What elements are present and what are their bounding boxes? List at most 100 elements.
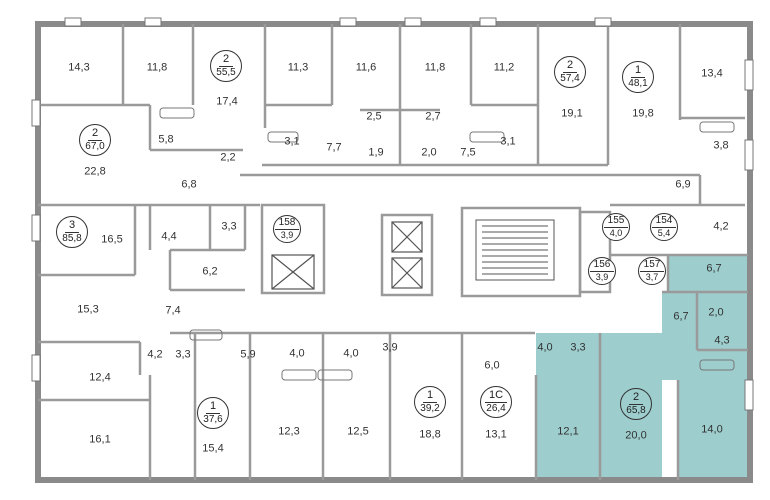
room-area-label: 15,4 <box>202 442 224 455</box>
exterior-walls <box>35 21 753 483</box>
room-area-label: 11,8 <box>146 61 168 74</box>
room-area-label: 20,0 <box>625 429 647 442</box>
room-area-label: 7,4 <box>165 304 181 317</box>
apartment-rooms: 2 <box>628 392 644 405</box>
apartment-area: 39,2 <box>420 403 440 414</box>
room-area-label: 2,7 <box>425 110 441 123</box>
room-area-label: 3,1 <box>500 135 516 148</box>
storage-area: 4,0 <box>609 228 623 238</box>
room-area-label: 11,3 <box>287 61 309 74</box>
room-area-label: 18,8 <box>419 428 441 441</box>
room-area-label: 5,8 <box>158 133 174 146</box>
room-area-label: 17,4 <box>216 95 238 108</box>
room-area-label: 2,0 <box>708 306 724 319</box>
room-area-label: 2,0 <box>421 146 437 159</box>
room-area-label: 11,6 <box>355 61 377 74</box>
room-area-label: 2,5 <box>366 110 382 123</box>
room-area-label: 1,9 <box>368 146 384 159</box>
bathroom-fixtures <box>159 107 735 381</box>
storage-area: 3,7 <box>645 272 659 282</box>
room-area-label: 5,9 <box>240 348 256 361</box>
apartment-area: 37,6 <box>203 414 223 425</box>
room-area-label: 12,1 <box>557 425 579 438</box>
elevators <box>271 221 423 290</box>
interior-walls <box>38 24 748 480</box>
room-area-label: 4,0 <box>343 347 359 360</box>
room-area-label: 4,4 <box>161 230 177 243</box>
room-area-label: 15,3 <box>77 303 99 316</box>
room-area-label: 3,1 <box>284 135 300 148</box>
storage-number: 158 <box>274 218 300 230</box>
room-area-label: 3,8 <box>713 139 729 152</box>
storage-number: 157 <box>639 260 665 272</box>
room-area-label: 22,8 <box>84 165 106 178</box>
room-area-label: 7,7 <box>326 141 342 154</box>
room-area-label: 14,0 <box>701 423 723 436</box>
room-area-label: 19,8 <box>632 107 654 120</box>
apartment-area: 55,5 <box>216 67 236 78</box>
storage-area: 3,9 <box>595 272 609 282</box>
room-area-label: 6,8 <box>181 178 197 191</box>
room-area-label: 4,2 <box>713 220 729 233</box>
room-area-label: 3,9 <box>382 341 398 354</box>
storage-area: 3,9 <box>280 230 294 240</box>
room-area-label: 14,3 <box>68 61 90 74</box>
room-area-label: 16,5 <box>101 233 123 246</box>
room-area-label: 19,1 <box>561 107 583 120</box>
room-area-label: 16,1 <box>89 433 111 446</box>
room-area-label: 6,7 <box>673 310 689 323</box>
room-area-label: 4,3 <box>714 334 730 347</box>
room-area-label: 6,0 <box>484 359 500 372</box>
room-area-label: 2,2 <box>220 151 236 164</box>
room-area-label: 7,5 <box>460 146 476 159</box>
room-area-label: 12,4 <box>89 371 111 384</box>
room-area-label: 4,0 <box>537 341 553 354</box>
room-area-label: 12,3 <box>278 425 300 438</box>
apartment-rooms: 2 <box>218 54 234 67</box>
room-area-label: 11,2 <box>493 61 515 74</box>
storage-number: 156 <box>589 260 615 272</box>
room-area-label: 4,0 <box>289 347 305 360</box>
room-area-label: 6,7 <box>706 262 722 275</box>
apartment-rooms: 1 <box>630 65 646 78</box>
apartment-area: 85,8 <box>62 233 82 244</box>
apartment-rooms: 1 <box>422 390 438 403</box>
room-area-label: 11,8 <box>424 61 446 74</box>
highlighted-apartment-fill[interactable] <box>536 255 748 480</box>
windows <box>31 17 754 411</box>
apartment-area: 65,8 <box>626 405 646 416</box>
room-area-label: 13,4 <box>701 67 723 80</box>
room-area-label: 12,5 <box>347 425 369 438</box>
room-area-label: 13,1 <box>485 428 507 441</box>
apartment-area: 67,0 <box>85 141 105 152</box>
staircase <box>475 219 555 281</box>
room-area-label: 6,9 <box>675 178 691 191</box>
apartment-rooms: 1С <box>484 390 508 403</box>
room-area-label: 4,2 <box>147 348 163 361</box>
apartment-rooms: 1 <box>205 401 221 414</box>
apartment-area: 48,1 <box>628 78 648 89</box>
room-area-label: 3,3 <box>570 341 586 354</box>
apartment-rooms: 2 <box>87 128 103 141</box>
storage-area: 5,4 <box>657 228 671 238</box>
storage-number: 155 <box>603 216 629 228</box>
room-area-label: 3,3 <box>221 220 237 233</box>
apartment-rooms: 3 <box>64 220 80 233</box>
apartment-area: 26,4 <box>486 403 506 414</box>
apartment-area: 57,4 <box>560 73 580 84</box>
